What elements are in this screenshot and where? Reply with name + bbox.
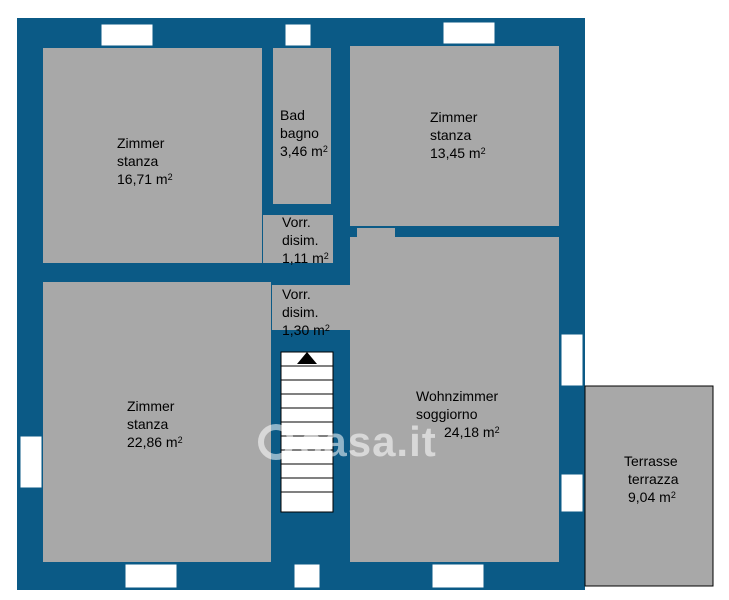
windows [19, 21, 584, 589]
door-opening [357, 228, 395, 238]
watermark-logo-icon [258, 424, 294, 460]
room-wohnzimmer [350, 237, 559, 562]
room-zimmer-top-left [43, 48, 262, 263]
watermark: casa.it [299, 418, 437, 465]
terrace [584, 385, 714, 587]
room-bad [273, 48, 331, 204]
room-vorr-2 [272, 285, 350, 330]
room-zimmer-bottom-left [43, 282, 271, 562]
label-vorr-2: Vorr.disim. 1,30 m2 [282, 286, 330, 338]
label-vorr-1: Vorr.disim. 1,11 m2 [282, 214, 329, 266]
room-vorr-1 [263, 215, 333, 263]
stair-arrow-icon [297, 352, 317, 364]
room-zimmer-top-right [350, 46, 559, 226]
